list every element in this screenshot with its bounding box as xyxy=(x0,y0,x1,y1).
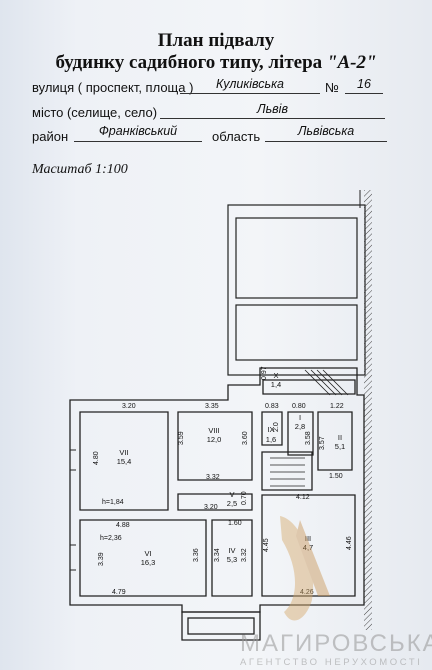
room-I-area: 2,8 xyxy=(295,422,305,431)
number-value: 16 xyxy=(357,77,371,91)
lower-porch-inner xyxy=(187,617,255,635)
room-X-number: X xyxy=(273,371,278,380)
dim-I-side: 3.58 xyxy=(305,431,312,445)
watermark-subtitle: АГЕНТСТВО НЕРУХОМОСТІ xyxy=(240,657,423,668)
district-underline xyxy=(74,141,202,142)
room-IX-area: 1,6 xyxy=(266,435,276,444)
region-underline xyxy=(265,141,387,142)
upper-room-2 xyxy=(235,304,358,361)
street-underline xyxy=(180,93,320,94)
window-marks xyxy=(70,449,76,571)
dim-II-side: 3.57 xyxy=(319,436,326,450)
room-III xyxy=(261,494,356,597)
dim-VIII-bottom: 3.32 xyxy=(206,474,220,481)
dim-top-VIII: 3.35 xyxy=(205,403,219,410)
room-VIII xyxy=(177,411,253,481)
room-II xyxy=(317,411,353,471)
room-II-area: 5,1 xyxy=(335,442,345,451)
district-label: район xyxy=(32,129,69,144)
dim-X-side: 0.97 xyxy=(261,366,268,380)
dim-V-side: 0.70 xyxy=(241,491,248,505)
region-value: Львівська xyxy=(297,124,355,138)
city-label: місто (селище, село) xyxy=(32,105,158,120)
room-II-number: II xyxy=(338,433,342,442)
dim-top-VII: 3.20 xyxy=(122,403,136,410)
dim-VII-side: 4.80 xyxy=(93,451,100,465)
room-I-number: I xyxy=(299,413,301,422)
room-X xyxy=(262,379,356,395)
room-V xyxy=(177,493,253,511)
room-IX xyxy=(261,411,283,446)
title-line-1: План підвалу xyxy=(157,30,275,51)
dim-II-bottom: 1.50 xyxy=(329,473,343,480)
room-I xyxy=(287,411,314,456)
lower-porch xyxy=(181,611,261,641)
dim-top-IX: 0.83 xyxy=(265,403,279,410)
watermark-brand: МАГИРОВСЬКА xyxy=(240,630,432,657)
room-V-area: 2,5 xyxy=(227,499,237,508)
region-label: область xyxy=(212,129,261,144)
room-IV-area: 5,3 xyxy=(227,555,237,564)
dim-III-right: 4.46 xyxy=(346,536,353,550)
room-VII xyxy=(79,411,169,511)
dim-VIII-right: 3.60 xyxy=(242,431,249,445)
upper-annex-outer xyxy=(227,204,366,376)
neighbour-wall-hatch xyxy=(364,190,372,630)
height-VII: h=1,84 xyxy=(102,499,124,506)
dim-III-bottom: 4.26 xyxy=(300,589,314,596)
street-label: вулиця ( проспект, площа ) xyxy=(32,80,194,95)
dim-IV-right: 3.32 xyxy=(241,548,248,562)
dim-VI-right: 3.36 xyxy=(193,548,200,562)
stair-well xyxy=(261,451,313,491)
room-IX-number: IX xyxy=(267,425,274,434)
room-III-area: 4,7 xyxy=(303,543,313,552)
room-VII-number: VII xyxy=(119,448,128,457)
street-value: Куликівська xyxy=(216,77,284,91)
city-value: Львів xyxy=(257,102,288,116)
number-label: № xyxy=(325,80,339,95)
room-X-area: 1,4 xyxy=(271,380,281,389)
room-VI-number: VI xyxy=(144,549,151,558)
dim-V-bottom: 1.60 xyxy=(228,520,242,527)
room-V-number: V xyxy=(229,490,234,499)
room-IV xyxy=(211,519,253,597)
number-underline xyxy=(345,93,383,94)
dim-VI-top: 4.88 xyxy=(116,522,130,529)
dim-VI-bottom: 4.79 xyxy=(112,589,126,596)
watermark-logo xyxy=(280,516,330,621)
dim-top-II: 1.22 xyxy=(330,403,344,410)
room-III-number: III xyxy=(305,534,311,543)
upper-room-1 xyxy=(235,217,358,299)
dim-VI-side: 3.39 xyxy=(98,552,105,566)
stair-steps xyxy=(270,369,349,487)
room-VIII-number: VIII xyxy=(208,426,219,435)
room-VI-area: 16,3 xyxy=(141,558,156,567)
dim-III-left: 4.45 xyxy=(263,538,270,552)
dim-top-I: 0.80 xyxy=(292,403,306,410)
upper-annex xyxy=(227,204,366,376)
dim-IX-side: 2.0 xyxy=(273,422,280,432)
city-underline xyxy=(160,118,385,119)
room-VII-area: 15,4 xyxy=(117,457,132,466)
dim-IV-left: 3.34 xyxy=(214,548,221,562)
basement-outline xyxy=(69,367,365,613)
dim-VIII-left: 3.59 xyxy=(178,431,185,445)
room-VI xyxy=(79,519,207,597)
title-line-2: будинку садибного типу, літера "А-2" xyxy=(55,52,377,73)
scale-label: Масштаб 1:100 xyxy=(32,162,128,177)
dim-III-top: 4.12 xyxy=(296,494,310,501)
room-VIII-area: 12,0 xyxy=(207,435,222,444)
district-value: Франківський xyxy=(98,124,178,138)
height-VI: h=2,36 xyxy=(100,535,122,542)
room-IV-number: IV xyxy=(228,546,235,555)
dim-V-left: 3.20 xyxy=(204,504,218,511)
